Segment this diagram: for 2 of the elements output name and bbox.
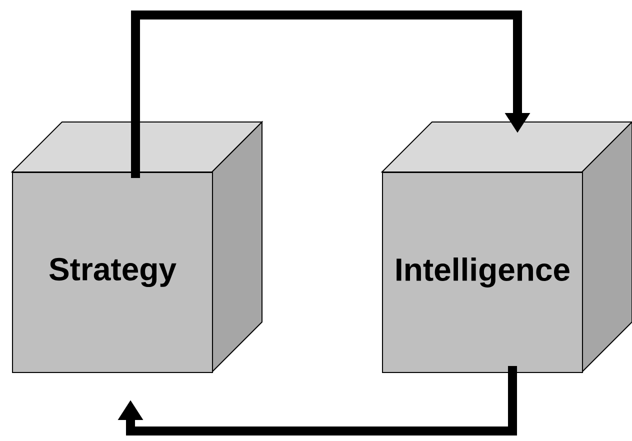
arrow <box>131 10 530 178</box>
arrow <box>118 366 517 436</box>
